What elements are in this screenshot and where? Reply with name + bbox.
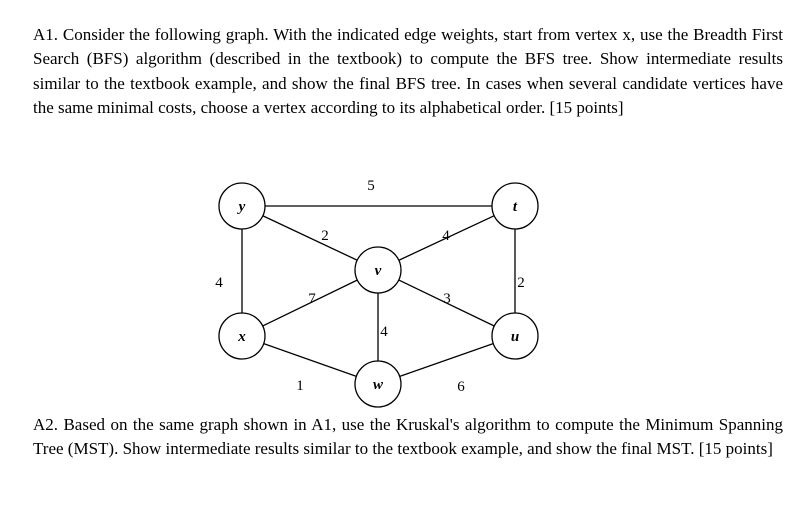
edge-w-u <box>377 335 516 385</box>
edge-weight-label: 5 <box>367 178 375 194</box>
vertex-label: u <box>511 329 519 345</box>
edge-weight-label: 4 <box>442 228 450 244</box>
edge-v-t <box>377 205 516 271</box>
vertex-label: w <box>373 377 384 393</box>
question-a2: A2. Based on the same graph shown in A1,… <box>33 415 783 459</box>
vertex-label: t <box>513 199 518 215</box>
vertex-u <box>491 312 539 360</box>
edge-weight-label: 7 <box>308 291 316 307</box>
vertex-x <box>218 312 266 360</box>
vertex-y <box>218 182 266 230</box>
vertex-t <box>491 182 539 230</box>
vertex-label: v <box>375 263 382 279</box>
edge-weight-label: 2 <box>321 228 329 244</box>
vertex-v <box>354 246 402 294</box>
vertex-w <box>354 360 402 408</box>
edge-v-u <box>377 269 516 337</box>
edge-weight-label: 6 <box>457 379 465 395</box>
question-a1: A1. Consider the following graph. With t… <box>33 25 783 117</box>
edge-weight-label: 1 <box>296 378 304 394</box>
edge-weight-label: 4 <box>215 275 223 291</box>
edge-weight-label: 3 <box>443 291 451 307</box>
vertex-label: y <box>237 199 246 215</box>
edge-x-w <box>241 335 379 385</box>
edge-x-v <box>241 269 379 337</box>
edge-y-v <box>241 205 379 271</box>
vertex-label: x <box>237 329 246 345</box>
edge-weight-label: 2 <box>517 275 525 291</box>
edge-weight-label: 4 <box>380 324 388 340</box>
